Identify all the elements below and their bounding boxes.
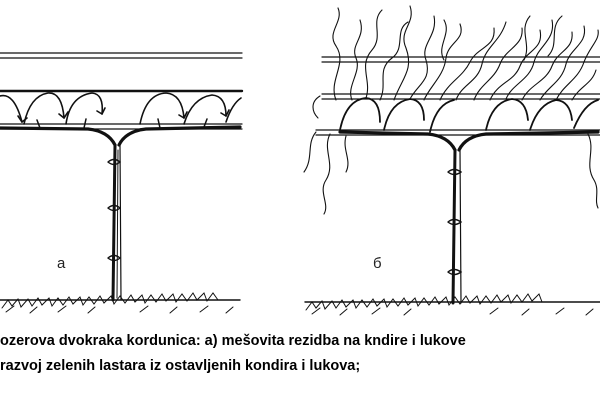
vine-training-diagram: а: [0, 5, 600, 316]
panel-a-label: а: [57, 255, 66, 272]
panel-a-trunk: [107, 143, 122, 302]
panel-b-canes: [339, 97, 599, 133]
caption-line-1: ozerova dvokraka kordunica: a) mešovita …: [0, 333, 466, 349]
panel-b-trunk: [447, 148, 463, 305]
panel-b-cordon: [338, 130, 600, 152]
panel-b: [303, 5, 600, 316]
panel-a: [0, 52, 244, 314]
panel-b-shoots: [303, 5, 599, 215]
panel-a-ground: [0, 292, 241, 314]
panel-b-label: б: [373, 255, 382, 272]
panel-a-canes: [0, 92, 242, 125]
panel-b-ground: [304, 293, 600, 316]
panel-a-cordon: [0, 125, 242, 147]
caption-line-2: razvoj zelenih lastara iz ostavljenih ko…: [0, 358, 361, 374]
panel-a-wires: [0, 52, 244, 130]
panel-a-spurs: [36, 118, 208, 129]
